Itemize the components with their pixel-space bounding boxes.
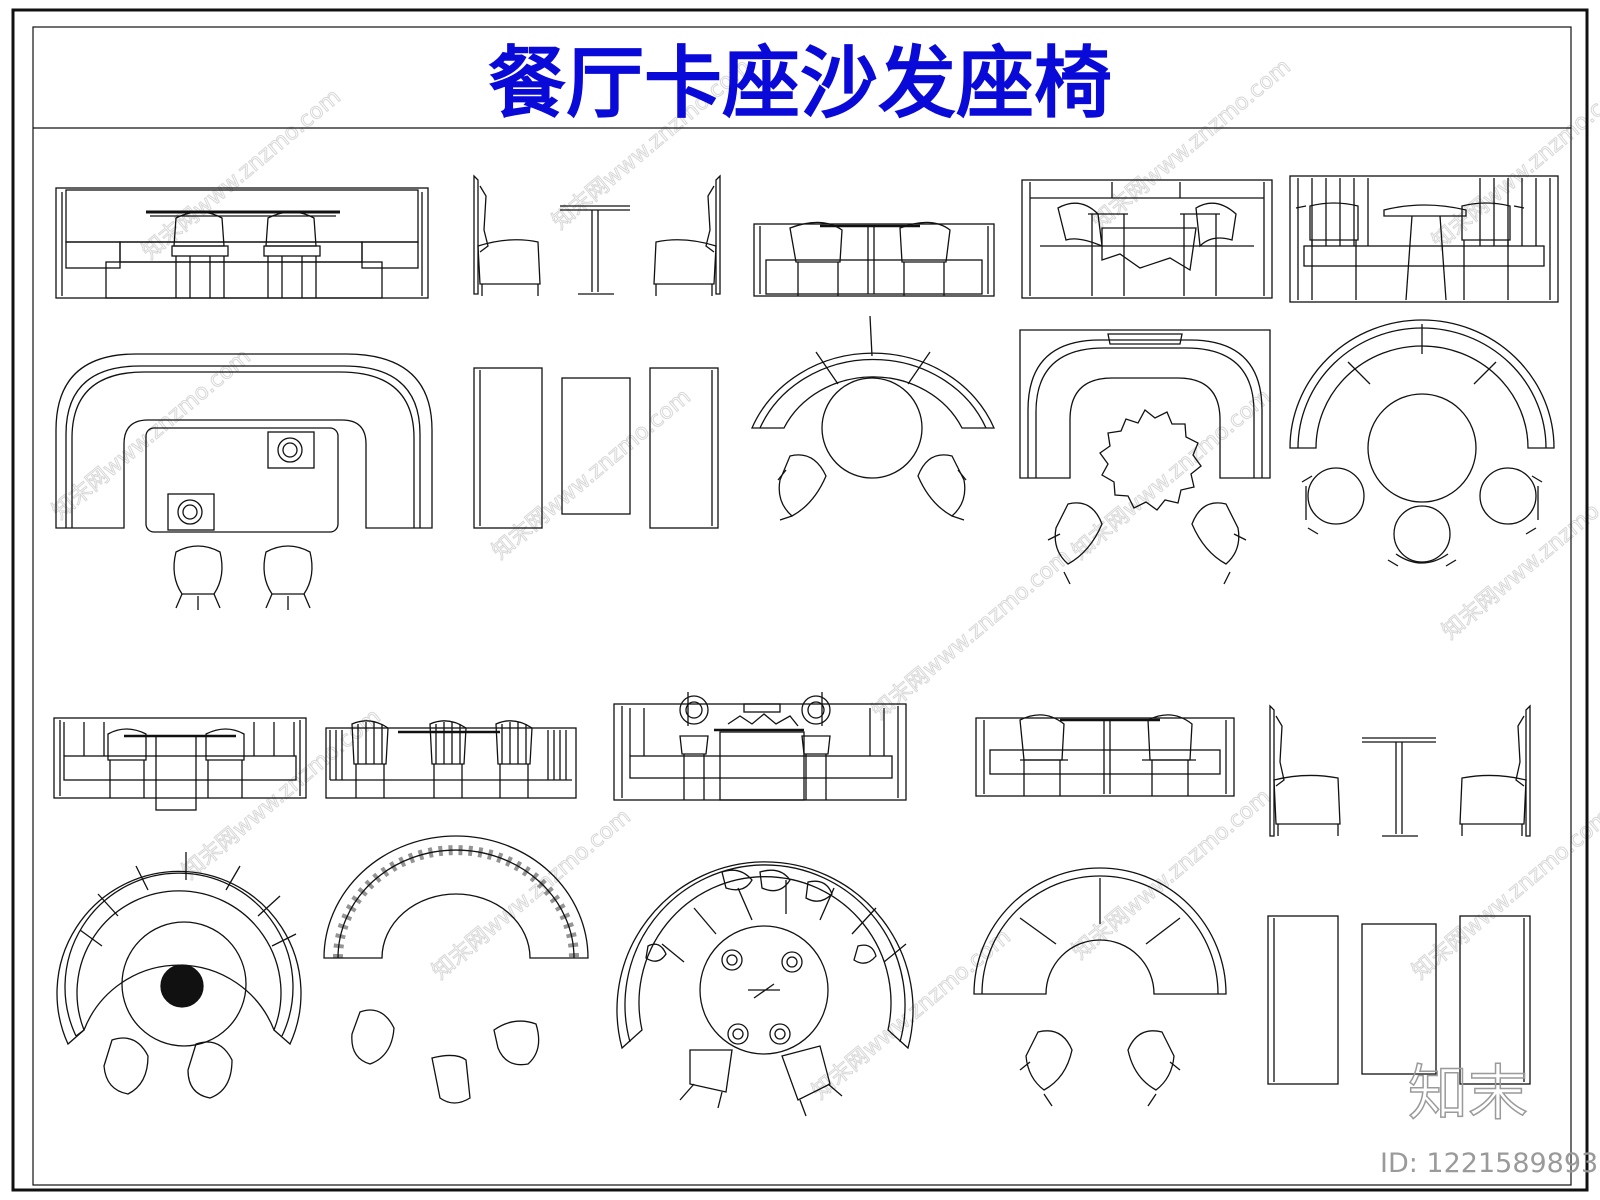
elev-high-back-booth bbox=[1021, 179, 1273, 299]
watermark-site-text: 知末网www.znzmo.com bbox=[1068, 384, 1276, 564]
watermark-site-text: 知末网www.znzmo.com bbox=[138, 84, 346, 264]
plan-round-booth-dark bbox=[56, 852, 302, 1099]
watermark-site-text: 知末网www.znzmo.com bbox=[1428, 74, 1600, 254]
plan-u-booth bbox=[55, 353, 433, 610]
watermark-site-text: 知末网www.znzmo.com bbox=[868, 544, 1076, 724]
inner-frame bbox=[32, 26, 1572, 1186]
elev-booth-small bbox=[53, 717, 307, 811]
watermark-logo: 知末 bbox=[1408, 1059, 1528, 1129]
elev-side-booth-pair bbox=[473, 174, 721, 296]
elev-side-booth-pair-2 bbox=[1269, 704, 1531, 837]
plan-semicircle-booth-1 bbox=[751, 315, 995, 521]
plan-brick-semicircle bbox=[323, 835, 589, 1104]
watermark-site-text: 知末网www.znzmo.com bbox=[1438, 464, 1600, 644]
elev-channel-booth bbox=[1289, 175, 1559, 303]
plan-square-booth bbox=[1019, 329, 1271, 585]
elev-long-booth bbox=[55, 187, 429, 299]
plan-semicircle-booth-2 bbox=[1289, 319, 1555, 567]
watermark-id: ID: 1221589893 bbox=[1380, 1148, 1598, 1179]
watermark-site-text: 知末网www.znzmo.com bbox=[808, 924, 1016, 1104]
watermark-site-text: 知末网www.znzmo.com bbox=[1068, 784, 1276, 964]
elev-booth-wood-chairs-2 bbox=[975, 714, 1235, 797]
elev-booth-wood-chairs bbox=[753, 221, 995, 297]
watermark-site-text: 知末网www.znzmo.com bbox=[488, 384, 696, 564]
elev-striped-chairs bbox=[325, 720, 577, 799]
elev-hotpot-booth bbox=[613, 692, 907, 801]
plan-hotpot-round bbox=[616, 861, 914, 1117]
outer-frame bbox=[11, 8, 1589, 1192]
page-title: 餐厅卡座沙发座椅 bbox=[488, 39, 1112, 129]
plan-semicircle-booth-3 bbox=[973, 867, 1227, 1107]
plan-rect-booths-2 bbox=[1267, 915, 1531, 1085]
watermark-site-text: 知末网www.znzmo.com bbox=[178, 704, 386, 884]
plan-rect-booths bbox=[473, 367, 719, 529]
